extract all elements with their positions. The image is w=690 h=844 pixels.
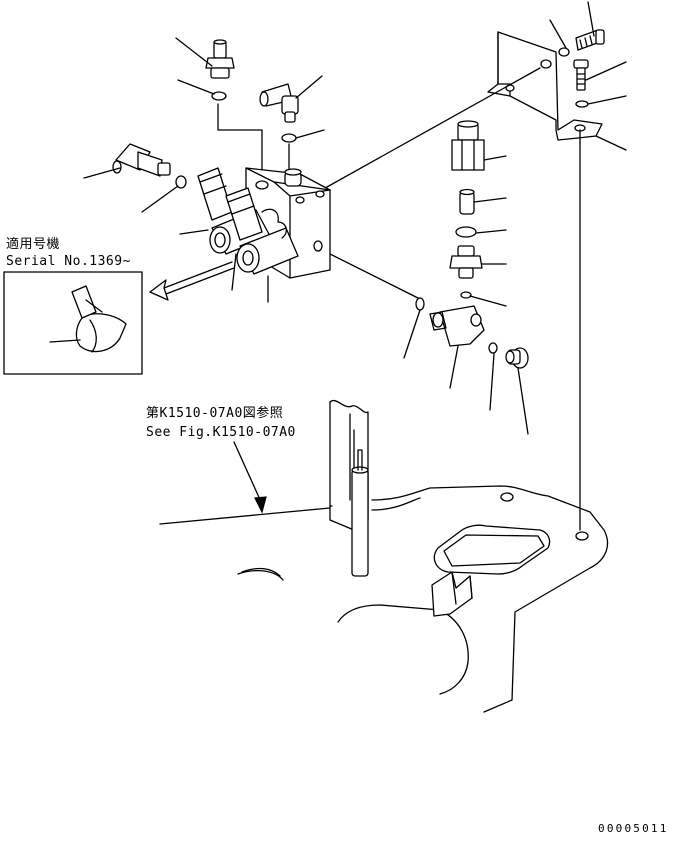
plug [505,347,529,369]
filter-insert [459,188,475,215]
serial-label-jp: 適用号機 [6,236,60,252]
o-ring [415,297,425,311]
solenoid-valve [225,187,299,275]
elbow-fitting [112,143,171,177]
figure-ref-en: See Fig.K1510-07A0 [146,425,296,440]
washer [575,100,589,108]
detail-inset-box [3,271,143,375]
floor-bolt-hole [500,492,514,502]
figure-ref-jp: 第K1510-07A0図参照 [146,405,283,421]
lever-rod [351,449,369,577]
tee-fitting [429,305,485,347]
o-ring [460,291,472,299]
drawing-code: 00005011 [598,822,669,835]
small-bracket [431,571,473,617]
washer [558,47,570,57]
bolt [575,29,605,51]
serial-applicability-callout: 適用号機 Serial No.1369~ [3,236,235,375]
o-ring [211,91,227,101]
union-fitting [449,245,483,279]
bolt [573,59,589,91]
o-ring [281,133,297,143]
clamp-detail [49,285,127,353]
adapter [451,120,485,171]
assembly-lines [217,67,581,531]
floor-bolt-hole [575,531,589,541]
elbow-fitting [259,83,299,123]
detail-arrow [149,261,235,301]
floor-plate [159,485,609,713]
leader-lines [83,1,627,507]
mounting-plate [487,31,603,141]
figure-reference-callout: 第K1510-07A0図参照 See Fig.K1510-07A0 [146,405,296,514]
o-ring [175,175,187,189]
serial-label-en: Serial No.1369~ [6,254,131,269]
o-ring [455,226,477,238]
o-ring [488,342,498,354]
straight-fitting [205,39,235,79]
